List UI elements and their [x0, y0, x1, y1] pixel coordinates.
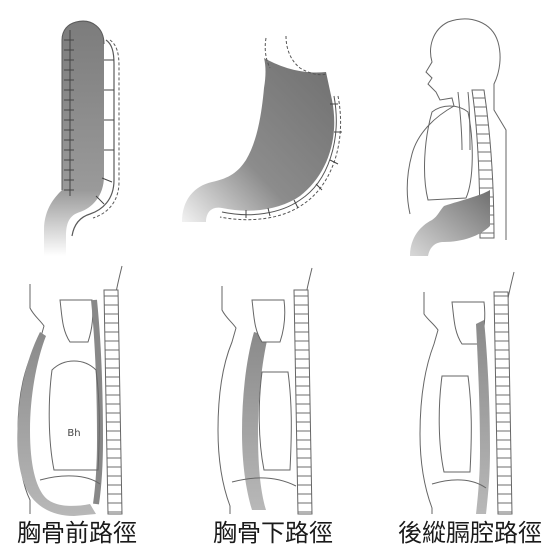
spine-column	[104, 290, 122, 514]
gastric-tube-shape	[44, 21, 104, 256]
panel-posterior-mediastinal-route	[420, 272, 514, 514]
caption-retrosternal-route: 胸骨下路徑	[198, 517, 348, 549]
stomach-small	[410, 190, 490, 256]
airway	[458, 92, 470, 150]
stomach-shape	[182, 58, 334, 222]
diaphragm-line	[232, 478, 296, 486]
heart-outline	[439, 376, 471, 472]
caption-antethoracic-route: 胸骨前路徑	[2, 517, 152, 549]
caption-posterior-mediastinal-route: 後縱膈腔路徑	[388, 517, 552, 549]
posterior-conduit	[476, 320, 490, 514]
trachea-shape	[60, 300, 93, 342]
diaphragm-line	[432, 480, 486, 488]
diaphragm-line	[40, 476, 100, 484]
heart-outline	[49, 361, 99, 470]
panel-gastric-tube	[44, 21, 119, 256]
retrosternal-conduit	[242, 332, 268, 510]
panel-head-thorax	[407, 19, 506, 256]
panel-retrosternal-route	[218, 268, 312, 514]
antethoracic-conduit	[17, 332, 96, 516]
spine-column	[494, 292, 512, 514]
panel-stomach	[182, 36, 342, 222]
route-inner-label: Bh	[67, 428, 80, 439]
panel-antethoracic-route: Bh	[17, 266, 122, 516]
spine-column	[294, 290, 312, 514]
lung-outline	[425, 106, 473, 200]
heart-outline	[259, 372, 291, 470]
